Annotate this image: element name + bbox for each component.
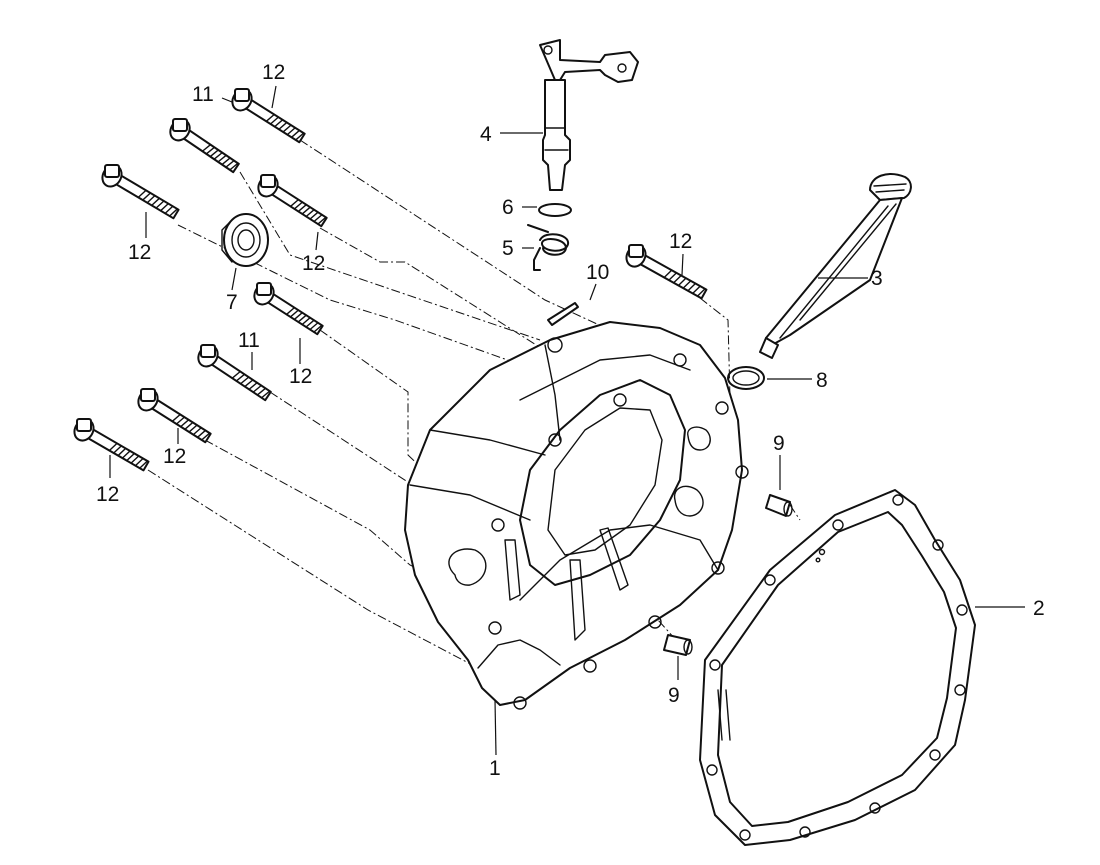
callout-12-d: 12 — [669, 230, 693, 253]
callout-2: 2 — [1033, 597, 1045, 620]
callout-12-c: 12 — [302, 252, 326, 275]
gasket-part-2 — [699, 489, 976, 846]
bolt-11-top — [169, 118, 240, 174]
bolt-12-right — [625, 244, 708, 300]
callout-12-e: 12 — [289, 365, 313, 388]
callout-11-lower: 11 — [238, 329, 260, 352]
crankcase-cover-part-1 — [404, 321, 749, 710]
dipstick-part-3 — [759, 173, 912, 359]
bolt-12-mid — [257, 174, 328, 228]
callout-11-upper: 11 — [192, 83, 214, 106]
bolt-11-lower — [197, 344, 272, 402]
callout-10: 10 — [586, 261, 610, 284]
leader-lines — [109, 85, 1025, 756]
dowel-pin-part-9 — [663, 494, 793, 656]
callout-12-f: 12 — [163, 445, 187, 468]
callout-12-g: 12 — [96, 483, 120, 506]
bolt-12-lower — [137, 388, 212, 444]
callout-6: 6 — [502, 196, 514, 219]
callout-5: 5 — [502, 237, 514, 260]
callout-4: 4 — [480, 123, 492, 146]
bolt-12-top — [231, 88, 306, 144]
bolt-12-left — [101, 164, 180, 220]
bolt-group — [73, 88, 708, 472]
bolt-12-center — [253, 282, 324, 336]
callout-8: 8 — [816, 369, 828, 392]
bolt-12-bottom — [73, 418, 150, 472]
callout-12-a: 12 — [262, 61, 286, 84]
o-ring-part-8 — [727, 366, 765, 390]
callout-3: 3 — [871, 267, 883, 290]
callout-7: 7 — [226, 291, 238, 314]
callout-12-b: 12 — [128, 241, 152, 264]
shaft-part-4 — [539, 39, 639, 191]
washer-part-6 — [538, 203, 572, 217]
callout-1: 1 — [489, 757, 501, 780]
callout-9-lower: 9 — [668, 684, 680, 707]
pin-part-10 — [547, 302, 579, 326]
callout-9-upper: 9 — [773, 432, 785, 455]
oil-seal-part-7 — [221, 213, 269, 267]
assembly-guide-lines — [147, 139, 801, 669]
spring-part-5 — [527, 224, 569, 271]
